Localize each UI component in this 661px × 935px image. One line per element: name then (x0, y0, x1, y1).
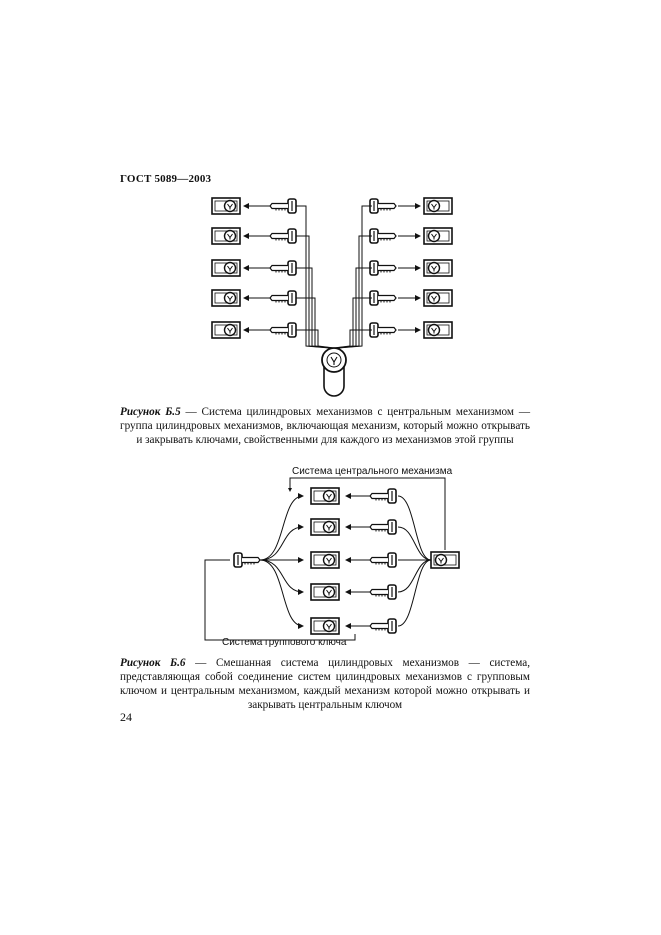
page-number: 24 (120, 710, 132, 724)
key-icon (369, 488, 397, 504)
cylinder-lock-icon (423, 259, 453, 277)
figure-b6-text: — Смешанная система цилиндровых механизм… (120, 657, 530, 711)
figure-b5-label: Рисунок Б.5 (120, 406, 181, 418)
connector-line (296, 297, 334, 349)
key-icon (269, 322, 297, 338)
connector-line (337, 205, 372, 349)
key-icon (233, 552, 261, 568)
connector-line (335, 267, 372, 349)
figure-b6-diagram: Система центрального механизма Система г… (204, 466, 460, 648)
key-icon (369, 519, 397, 535)
connector-line (259, 559, 304, 595)
connector-line (289, 477, 446, 550)
key-icon (369, 618, 397, 634)
cylinder-lock-icon (211, 259, 241, 277)
cylinder-lock-icon (430, 551, 460, 569)
cylinder-lock-icon (310, 617, 340, 635)
connector-line (397, 495, 432, 561)
key-icon (369, 552, 397, 568)
key-icon (269, 260, 297, 276)
key-icon (369, 260, 397, 276)
figure-b5-text: — Система цилиндровых механизмов с центр… (120, 406, 531, 446)
connector-line (296, 329, 335, 349)
key-icon (369, 198, 397, 214)
cylinder-lock-icon (423, 197, 453, 215)
connector-line (259, 559, 304, 629)
figure-b5-caption: Рисунок Б.5 — Система цилиндровых механи… (120, 405, 530, 447)
cylinder-lock-icon (211, 321, 241, 339)
group-key-system-label: Система группового ключа (222, 637, 347, 648)
cylinder-lock-icon (211, 289, 241, 307)
connector-line (296, 205, 331, 349)
connector-line (296, 235, 332, 349)
connector-line (259, 524, 304, 561)
key-icon (269, 198, 297, 214)
arrow-head (288, 488, 292, 492)
connector-line (397, 526, 432, 561)
key-icon (369, 322, 397, 338)
figure-b6-label: Рисунок Б.6 (120, 657, 186, 669)
key-icon (269, 228, 297, 244)
central-cylinder-icon (321, 347, 347, 397)
figure-b6-caption: Рисунок Б.6 — Смешанная система цилиндро… (120, 656, 530, 712)
key-icon (269, 290, 297, 306)
document-header: ГОСТ 5089—2003 (120, 173, 212, 185)
cylinder-lock-icon (310, 518, 340, 536)
cylinder-lock-icon (423, 227, 453, 245)
cylinder-lock-icon (423, 321, 453, 339)
connector-line (333, 329, 372, 349)
connector-line (397, 559, 432, 593)
cylinder-lock-icon (310, 551, 340, 569)
key-icon (369, 290, 397, 306)
connector-line (296, 267, 333, 349)
connector-line (259, 493, 304, 561)
figure-b5-diagram (211, 197, 453, 397)
central-system-label: Система центрального механизма (292, 466, 453, 477)
connector-line (336, 235, 372, 349)
cylinder-lock-icon (211, 227, 241, 245)
cylinder-lock-icon (310, 487, 340, 505)
cylinder-lock-icon (211, 197, 241, 215)
connector-line (397, 559, 432, 627)
cylinder-lock-icon (310, 583, 340, 601)
cylinder-lock-icon (423, 289, 453, 307)
key-icon (369, 584, 397, 600)
connector-line (334, 297, 372, 349)
key-icon (369, 228, 397, 244)
